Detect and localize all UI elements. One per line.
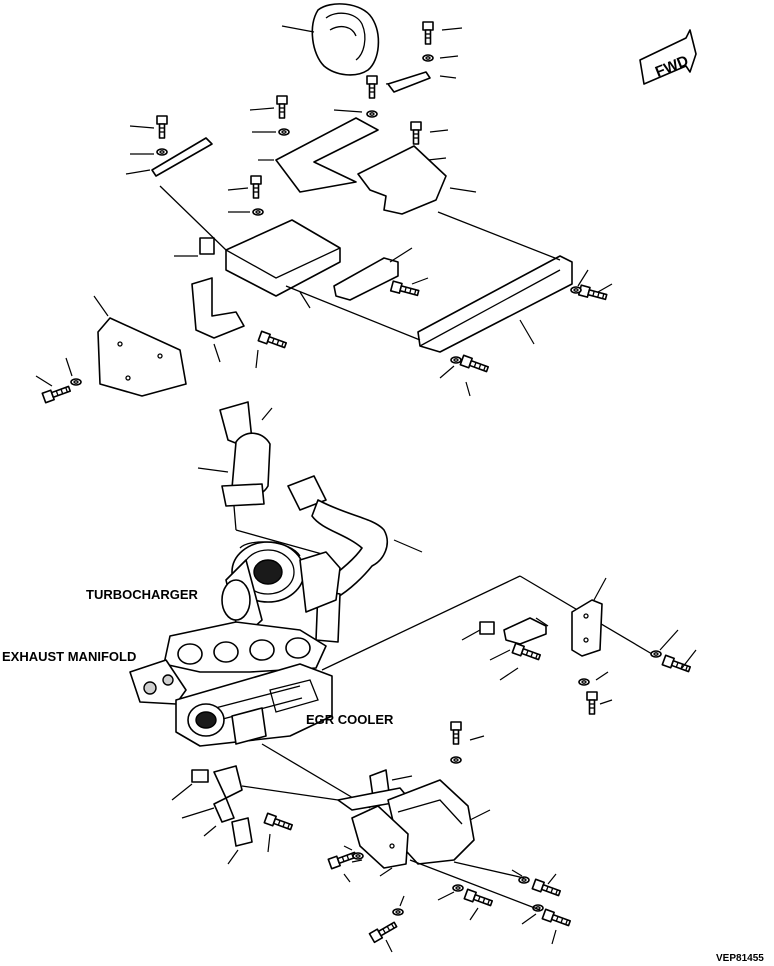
reference-code: VEP81455 bbox=[716, 953, 764, 964]
turbocharger-label: TURBOCHARGER bbox=[86, 587, 198, 602]
turbocharger bbox=[221, 541, 341, 641]
egr-cooler bbox=[175, 663, 333, 747]
lower-assembly bbox=[171, 721, 572, 953]
elbow-duct bbox=[281, 3, 380, 76]
upper-brackets bbox=[93, 71, 573, 397]
exhaust-manifold bbox=[129, 621, 327, 705]
egr-cooler-label: EGR COOLER bbox=[306, 712, 394, 727]
right-bracket bbox=[321, 575, 697, 715]
upper-pipe bbox=[197, 401, 323, 555]
fwd-arrow: FWD bbox=[639, 29, 697, 85]
exhaust-manifold-label: EXHAUST MANIFOLD bbox=[2, 649, 137, 664]
bolts-side bbox=[35, 237, 613, 404]
